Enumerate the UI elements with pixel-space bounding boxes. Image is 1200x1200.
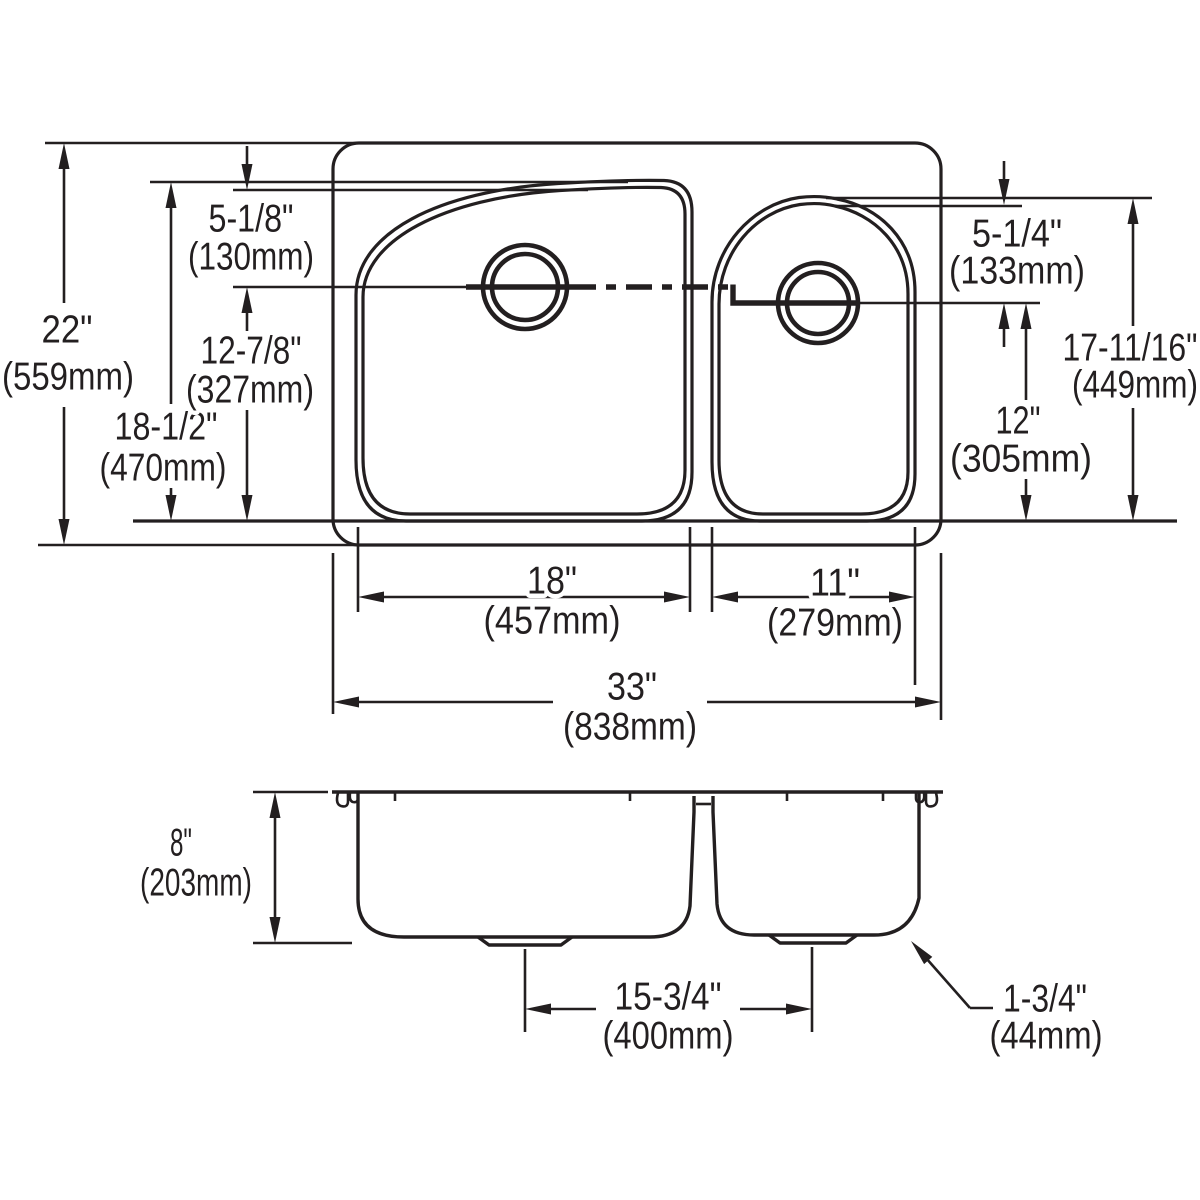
side-view: 8" (203mm) 15-3/4" (400mm) 1-3/4" (44mm) [136,790,1107,1062]
left-bowl-inner-outline [361,185,687,516]
dim-right-drain-front: 12" (305mm) [946,303,1097,521]
right-bowl-profile [711,793,921,937]
left-mounting-clip-icon [335,792,360,808]
dim-right-drain-front-mm: (305mm) [950,438,1092,481]
dim-right-bowl-width-mm: (279mm) [767,602,903,645]
dim-right-bowl-depth: 17-11/16" (449mm) [1058,198,1200,521]
dim-right-bowl-depth-mm: (449mm) [1072,364,1198,407]
dim-right-drain-back-inches: 5-1/4" [972,213,1062,256]
dim-bowl-height-mm: (203mm) [140,862,252,905]
dim-drain-centers-mm: (400mm) [603,1015,734,1058]
dim-left-drain-back-mm: (130mm) [188,236,314,279]
left-bowl-profile [356,793,696,939]
dim-right-bowl-depth-inches: 17-11/16" [1063,327,1198,370]
right-bowl-outer-outline [710,194,917,523]
dim-left-bowl-width-mm: (457mm) [484,600,621,643]
left-drain-boss [477,935,573,947]
dim-overall-depth-mm: (559mm) [2,356,134,399]
dim-corner-radius-mm: (44mm) [990,1015,1103,1058]
dim-bowl-height: 8" (203mm) [136,790,352,945]
dim-left-bowl-depth-inches: 18-1/2" [115,406,218,449]
dim-bowl-height-inches: 8" [170,822,192,865]
dim-drain-centers-inches: 15-3/4" [615,976,722,1019]
dim-left-drain-front-mm: (327mm) [186,369,314,412]
dim-right-drain-back: 5-1/4" (133mm) [945,161,1090,347]
dim-left-drain-back: 5-1/8" (130mm) [184,146,319,313]
dim-left-bowl-depth: 18-1/2" (470mm) [95,182,231,521]
sink-rim-outline [331,141,943,547]
dim-right-drain-back-mm: (133mm) [949,250,1085,293]
dim-overall-depth-inches: 22" [42,309,93,352]
dim-drain-centers: 15-3/4" (400mm) [523,947,814,1062]
dim-overall-width-inches: 33" [607,666,657,709]
right-drain-boss [768,933,858,945]
dim-corner-radius: 1-3/4" (44mm) [911,941,1107,1062]
dim-left-drain-front: 12-7/8" (327mm) [182,313,319,521]
dim-right-bowl-width: 11" (279mm) [710,527,917,685]
top-view: 22" (559mm) 18-1/2" (470mm) 5-1/8" (130m… [0,141,1200,753]
drain-centerline-step [730,284,860,306]
left-bowl-outer-outline [354,178,694,523]
dim-left-drain-front-inches: 12-7/8" [201,330,302,373]
dim-left-bowl-width: 18" (457mm) [356,527,692,647]
dim-right-drain-front-inches: 12" [996,400,1041,443]
dim-right-bowl-width-inches: 11" [810,562,860,605]
dim-corner-radius-inches: 1-3/4" [1003,978,1087,1021]
dim-overall-depth: 22" (559mm) [0,143,139,545]
dim-left-bowl-width-inches: 18" [527,560,577,603]
dim-left-drain-back-inches: 5-1/8" [209,198,294,241]
dim-overall-width-mm: (838mm) [563,706,697,749]
dim-left-bowl-depth-mm: (470mm) [100,447,227,490]
right-mounting-clip-icon [914,792,939,808]
dim-overall-width: 33" (838mm) [331,553,943,753]
right-bowl-inner-outline [717,201,910,516]
